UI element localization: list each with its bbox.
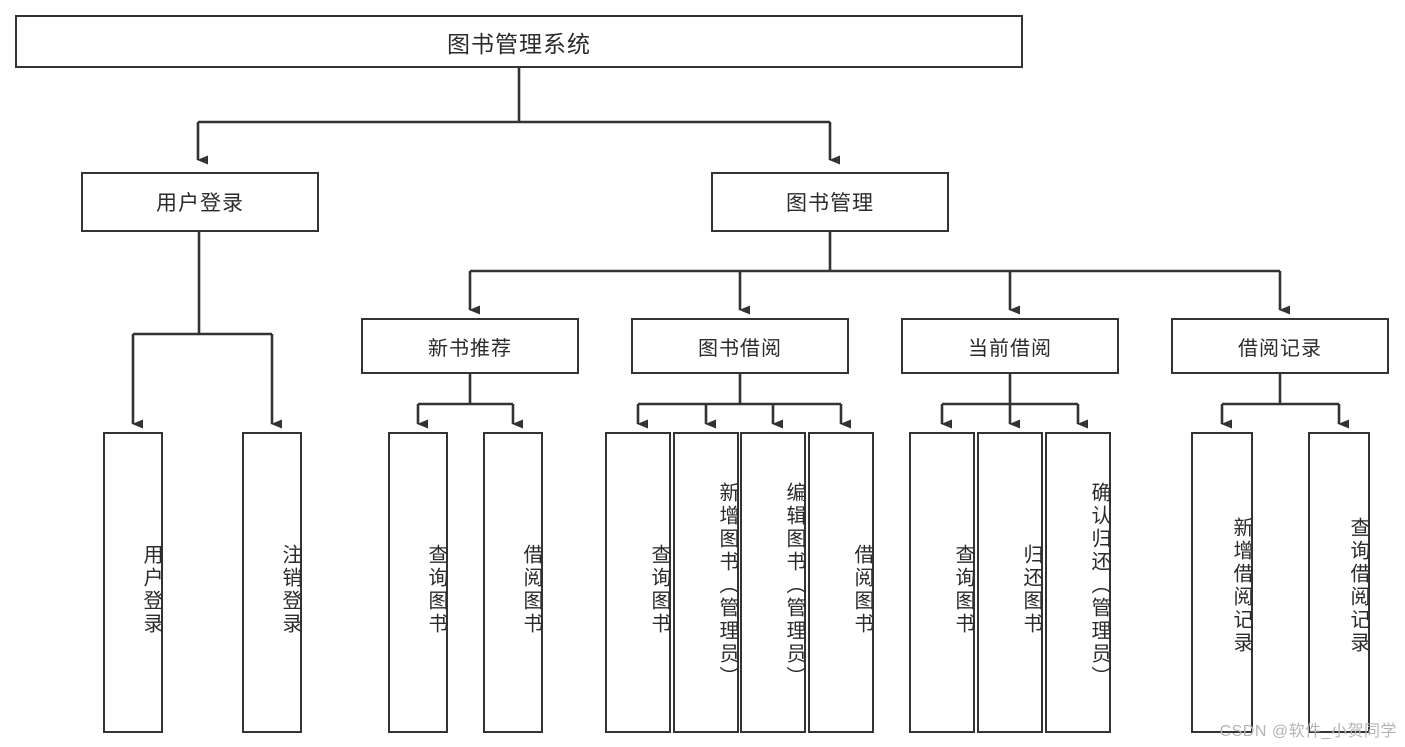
leaf-current-borrow-query-books[interactable]: 查询图书 [909, 432, 975, 733]
node-borrow-record[interactable]: 借阅记录 [1171, 318, 1389, 374]
leaf-book-borrow-borrow-books[interactable]: 借阅图书 [808, 432, 874, 733]
leaf-borrow-record-add-record[interactable]: 新增借阅记录 [1191, 432, 1253, 733]
node-new-book-recommendation[interactable]: 新书推荐 [361, 318, 579, 374]
node-book-borrowing[interactable]: 图书借阅 [631, 318, 849, 374]
leaf-new-book-query-books[interactable]: 查询图书 [388, 432, 448, 733]
leaf-current-borrow-return-books[interactable]: 归还图书 [977, 432, 1043, 733]
leaf-book-borrow-add-book-admin[interactable]: 新增图书（管理员） [673, 432, 739, 733]
node-user-login[interactable]: 用户登录 [81, 172, 319, 232]
node-root-book-management-system[interactable]: 图书管理系统 [15, 15, 1023, 68]
leaf-book-borrow-edit-book-admin[interactable]: 编辑图书（管理员） [740, 432, 806, 733]
leaf-borrow-record-query-record[interactable]: 查询借阅记录 [1308, 432, 1370, 733]
leaf-user-login-signout[interactable]: 注销登录 [242, 432, 302, 733]
node-current-borrowing[interactable]: 当前借阅 [901, 318, 1119, 374]
leaf-book-borrow-query-books[interactable]: 查询图书 [605, 432, 671, 733]
leaf-current-borrow-confirm-return-admin[interactable]: 确认归还（管理员） [1045, 432, 1111, 733]
leaf-new-book-borrow-books[interactable]: 借阅图书 [483, 432, 543, 733]
csdn-watermark: CSDN @软件_小贺同学 [1219, 723, 1397, 740]
leaf-user-login-signin[interactable]: 用户登录 [103, 432, 163, 733]
node-book-management[interactable]: 图书管理 [711, 172, 949, 232]
